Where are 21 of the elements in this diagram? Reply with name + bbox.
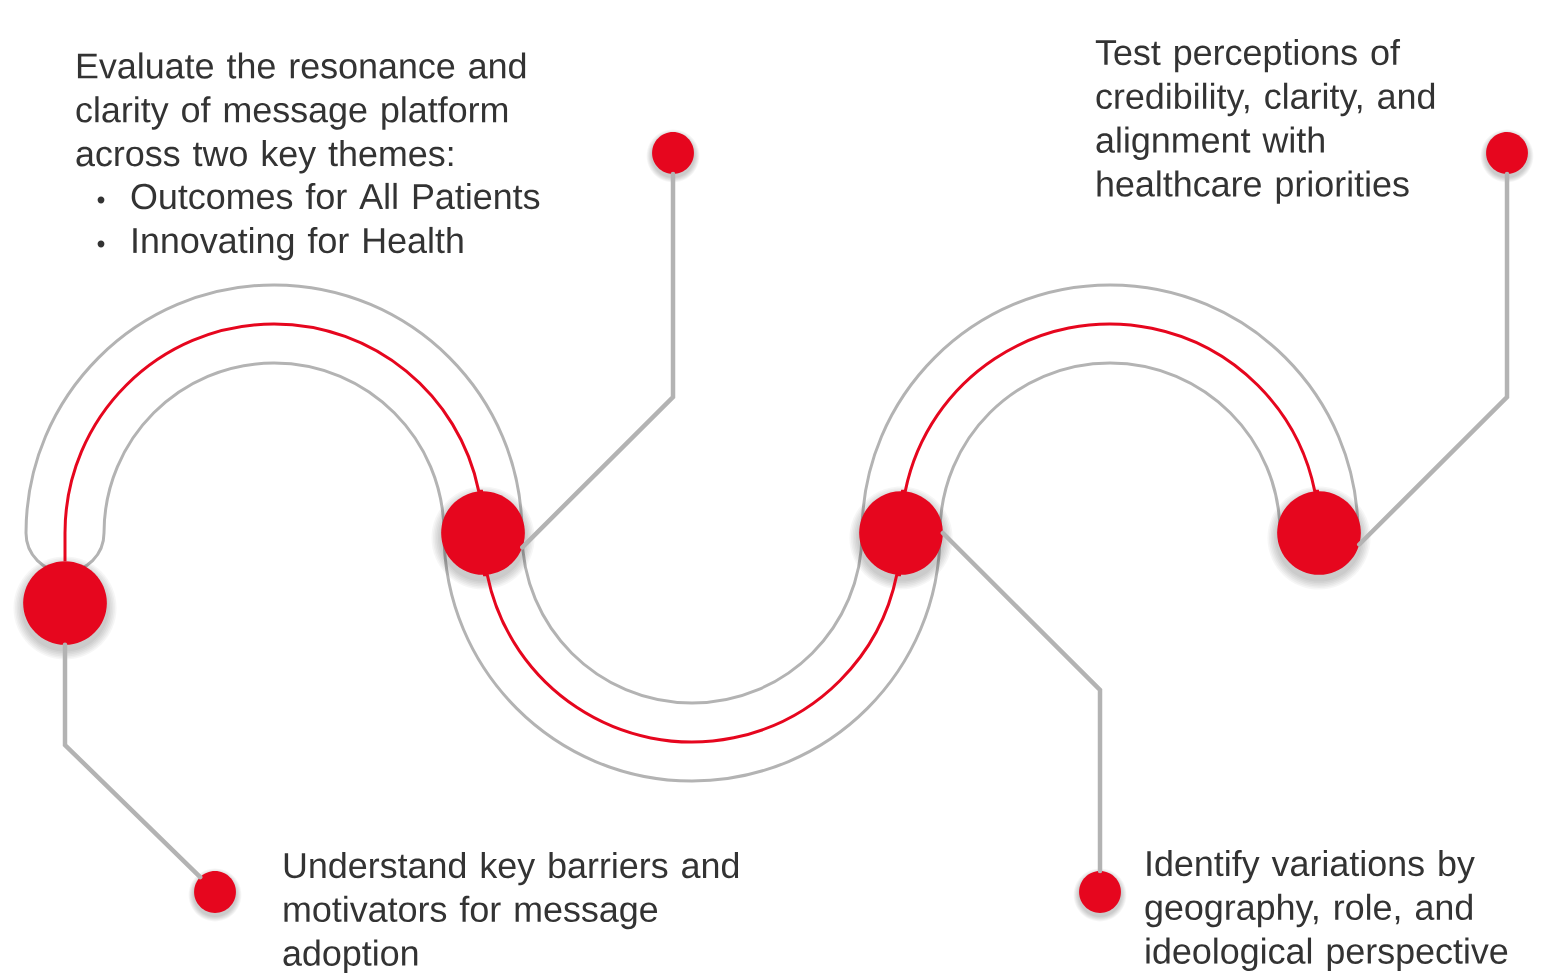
milestone-circle — [849, 486, 953, 590]
leader-line — [940, 530, 1103, 874]
leader-line — [520, 171, 676, 550]
leader-line — [62, 642, 203, 880]
step-description: Understand key barriers and motivators for message adoption — [283, 851, 739, 973]
marker-dot — [1073, 868, 1127, 922]
progress-path — [900, 322, 1320, 493]
milestone-circle — [431, 486, 535, 590]
progress-path — [482, 573, 902, 744]
marker-dot — [646, 129, 700, 183]
marker-dot — [188, 868, 242, 922]
step-description: Evaluate the resonance and clarity of message platform across two key themes: — [76, 52, 526, 174]
marker-dot — [1480, 129, 1534, 183]
bullet-text: Outcomes for All Patients — [131, 182, 540, 210]
bullet-text: Innovating for Health — [133, 226, 463, 261]
milestone-circle — [13, 556, 117, 660]
step-description: Identify variations by geography, role, and ideological perspective — [1145, 849, 1508, 971]
progress-path — [63, 322, 484, 562]
milestone-circle — [1267, 486, 1371, 590]
step-description: Test perceptions of credibility, clarity, and alignment with healthcare priorities — [1095, 38, 1435, 204]
leader-line — [1357, 171, 1510, 547]
